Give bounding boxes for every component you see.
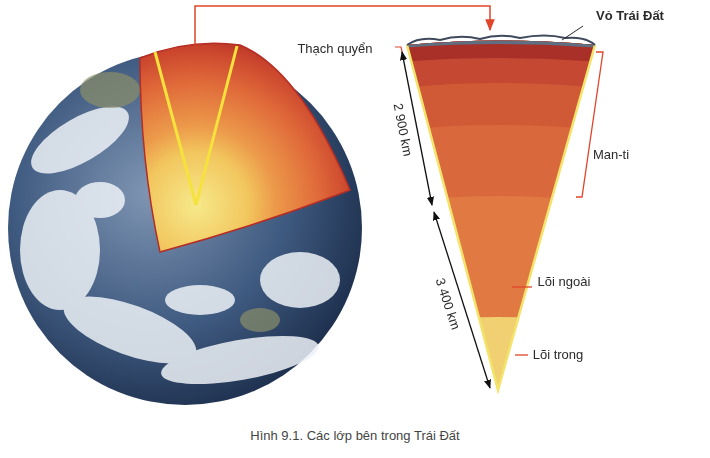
layer-label: Vỏ Trái Đất (596, 8, 664, 24)
layer-label: Lõi trong (533, 347, 584, 363)
layer-label: Man-ti (593, 147, 629, 163)
dimension-label: 2 900 km (390, 102, 416, 157)
layer-label: Thạch quyển (297, 41, 372, 57)
layer-label: Lõi ngoài (538, 274, 591, 290)
figure-caption: Hình 9.1. Các lớp bên trong Trái Đất (0, 428, 710, 443)
dimension-label: 3 400 km (432, 276, 463, 332)
